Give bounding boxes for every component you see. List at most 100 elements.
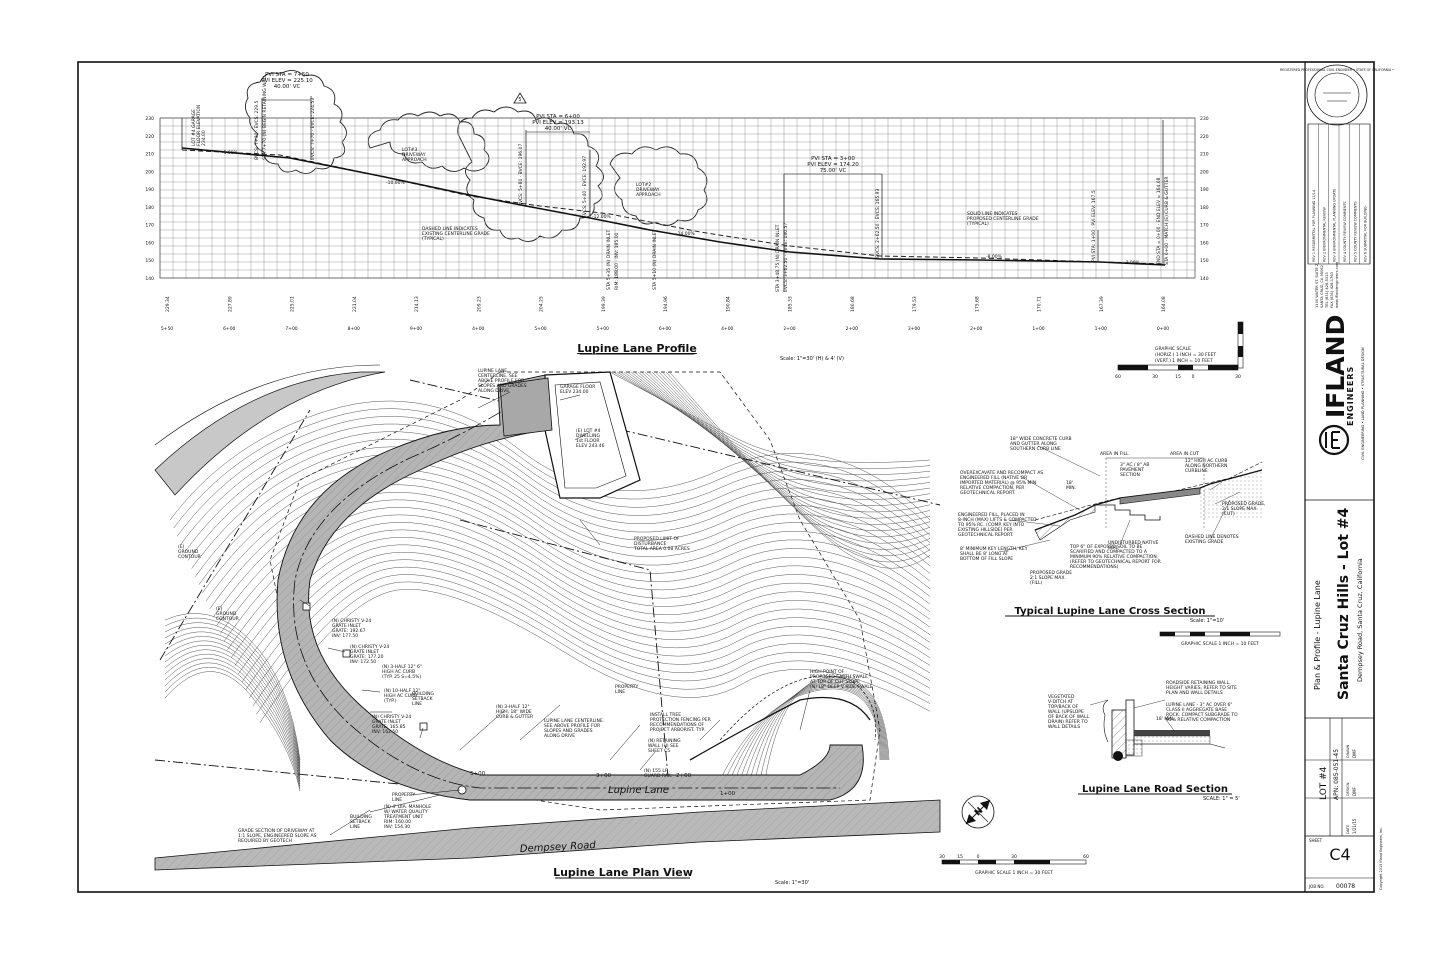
profile-rotated-callouts: BVCS: 7+30 · EVCS: 229.5 STA 7+70 (N) BE… bbox=[254, 74, 1170, 292]
road-section-note-lupine: LUPINE LANE - 3" AC OVER 6"CLASS II AGGR… bbox=[1166, 702, 1238, 723]
svg-text:GRAPHIC SCALE 1 INCH = 10 FEET: GRAPHIC SCALE 1 INCH = 10 FEET bbox=[1181, 641, 1259, 647]
company-name: IFLAND bbox=[1321, 315, 1350, 418]
station-tick: 0+00 bbox=[1157, 326, 1169, 332]
svg-text:EVCS: 5+40 · EVCE: 192.97: EVCS: 5+40 · EVCE: 192.97 bbox=[582, 156, 588, 218]
y-tick-right: 200 bbox=[1200, 169, 1209, 175]
station-tick: 4+00 bbox=[472, 326, 484, 332]
y-tick-left: 150 bbox=[145, 258, 154, 264]
design-value: DMF bbox=[1352, 786, 1357, 796]
job-label: JOB NO. bbox=[1308, 884, 1325, 889]
svg-text:BVCS: 7+30 · EVCS: 229.5: BVCS: 7+30 · EVCS: 229.5 bbox=[254, 100, 260, 160]
grade-label: -12.00% bbox=[592, 214, 612, 220]
elevation-label: 180.68 bbox=[850, 296, 856, 312]
svg-text:END STA = 0+00 · END ELEV = 16: END STA = 0+00 · END ELEV = 164.08 bbox=[1156, 177, 1162, 265]
station-tick: 6+00 bbox=[223, 326, 235, 332]
y-tick-left: 200 bbox=[145, 169, 154, 175]
profile-stations: 5+50229.346+00227.897+00225.018+00221.04… bbox=[161, 296, 1169, 332]
retaining-wall bbox=[689, 696, 871, 761]
station-tick: 7+00 bbox=[285, 326, 297, 332]
lupine-lane-label: Lupine Lane bbox=[608, 785, 669, 796]
lot4-dwelling bbox=[499, 371, 641, 499]
y-tick-right: 230 bbox=[1200, 116, 1209, 122]
station-tick: 1+00 bbox=[1095, 326, 1107, 332]
svg-text:STA 5+10 (N) DRAIN INLET: STA 5+10 (N) DRAIN INLET bbox=[652, 229, 658, 290]
lupine-lane-centerline bbox=[293, 399, 840, 789]
svg-text:EVCS: 3+62.50 · EVCE: 180.57: EVCS: 3+62.50 · EVCE: 180.57 bbox=[783, 223, 789, 292]
revision-cloud bbox=[245, 70, 708, 242]
road-section-leaders bbox=[1089, 699, 1176, 733]
elevation-label: 164.08 bbox=[1161, 296, 1167, 312]
scale-tick: 15 bbox=[957, 854, 963, 860]
plan-note-curb-2: (N) 10-HALF 12"HIGH AC CURB(TYP.) bbox=[384, 688, 420, 704]
y-tick-left: 190 bbox=[145, 187, 154, 193]
elevation-label: 175.68 bbox=[974, 296, 980, 312]
y-tick-right: 160 bbox=[1200, 240, 1209, 246]
station-tick: 8+00 bbox=[348, 326, 360, 332]
y-tick-left: 140 bbox=[145, 276, 154, 282]
svg-text:(HORIZ.) 1 INCH = 30 FEET: (HORIZ.) 1 INCH = 30 FEET bbox=[1155, 352, 1216, 358]
grade-label: -14.00% bbox=[676, 231, 696, 237]
station-tick: 4+00 bbox=[721, 326, 733, 332]
station-tick: 2+00 bbox=[970, 326, 982, 332]
scale-tick: 30 bbox=[1235, 374, 1241, 380]
company-services: CIVIL ENGINEERING • LAND PLANNING • STRU… bbox=[1361, 347, 1365, 460]
elevation-label: 225.01 bbox=[290, 296, 296, 312]
y-tick-right: 180 bbox=[1200, 205, 1209, 211]
y-tick-left: 220 bbox=[145, 134, 154, 140]
upper-road bbox=[154, 371, 386, 496]
plan-leaders bbox=[299, 391, 811, 836]
scale-tick: 0 bbox=[1192, 374, 1195, 380]
svg-text:GRAPHIC SCALE 1 INCH = 30 FEET: GRAPHIC SCALE 1 INCH = 30 FEET bbox=[975, 870, 1053, 876]
svg-text:GRAPHIC SCALE: GRAPHIC SCALE bbox=[1155, 346, 1191, 352]
svg-text:REGISTERED PROFESSIONAL CIVIL: REGISTERED PROFESSIONAL CIVIL ENGINEER •… bbox=[1280, 68, 1394, 72]
svg-text:BVCS: 5+80 · BVCE: 196.07: BVCS: 5+80 · BVCE: 196.07 bbox=[518, 144, 524, 206]
design-label: DESIGN bbox=[1346, 782, 1350, 796]
road-section-note-width: 18' MIN. bbox=[1156, 716, 1174, 722]
title-block: REGISTERED PROFESSIONAL CIVIL ENGINEER •… bbox=[1280, 64, 1394, 890]
plan-station: 1+00 bbox=[720, 791, 736, 797]
svg-text:STA 0+00 · MATCH (E) CURB & GU: STA 0+00 · MATCH (E) CURB & GUTTER bbox=[1164, 177, 1170, 265]
profile-grid bbox=[159, 117, 1196, 279]
sheet-number: C4 bbox=[1329, 845, 1350, 864]
profile-graphic-scale: GRAPHIC SCALE (HORIZ.) 1 INCH = 30 FEET … bbox=[1115, 321, 1244, 380]
cross-section-note-proposed-grade: PROPOSED GRADE,2:1 SLOPE MAX(CUT) bbox=[1222, 501, 1265, 517]
station-tick: 2+00 bbox=[846, 326, 858, 332]
cross-section-note-width: 18'MIN. bbox=[1066, 480, 1076, 491]
ifland-logo-icon bbox=[1318, 424, 1350, 456]
north-arrow-icon: N bbox=[961, 795, 995, 829]
revision-entry: REV 4 COUNTY REVIEW COMMENTS bbox=[1343, 201, 1347, 262]
revision-delta-icon: 5 bbox=[513, 92, 527, 104]
grade-label: -10.00% bbox=[386, 180, 406, 186]
elevation-label: 170.71 bbox=[1037, 296, 1043, 312]
plan-title: Lupine Lane Plan View bbox=[553, 866, 693, 879]
date-label: DATE bbox=[1346, 825, 1350, 834]
plan-station: 2+00 bbox=[676, 773, 692, 779]
station-tick: 6+00 bbox=[659, 326, 671, 332]
drawn-label: DRAWN bbox=[1346, 744, 1350, 758]
profile-scale: Scale: 1"=30' (H) & 4' (V) bbox=[780, 356, 844, 362]
elevation-label: 199.39 bbox=[601, 296, 607, 312]
station-tick: 9+00 bbox=[410, 326, 422, 332]
scale-tick: 60 bbox=[1115, 374, 1121, 380]
revision-entry: REV 6 SUBMITTAL FOR BUILDING bbox=[1364, 206, 1368, 262]
elevation-label: 229.34 bbox=[165, 296, 171, 312]
y-tick-left: 170 bbox=[145, 223, 154, 229]
